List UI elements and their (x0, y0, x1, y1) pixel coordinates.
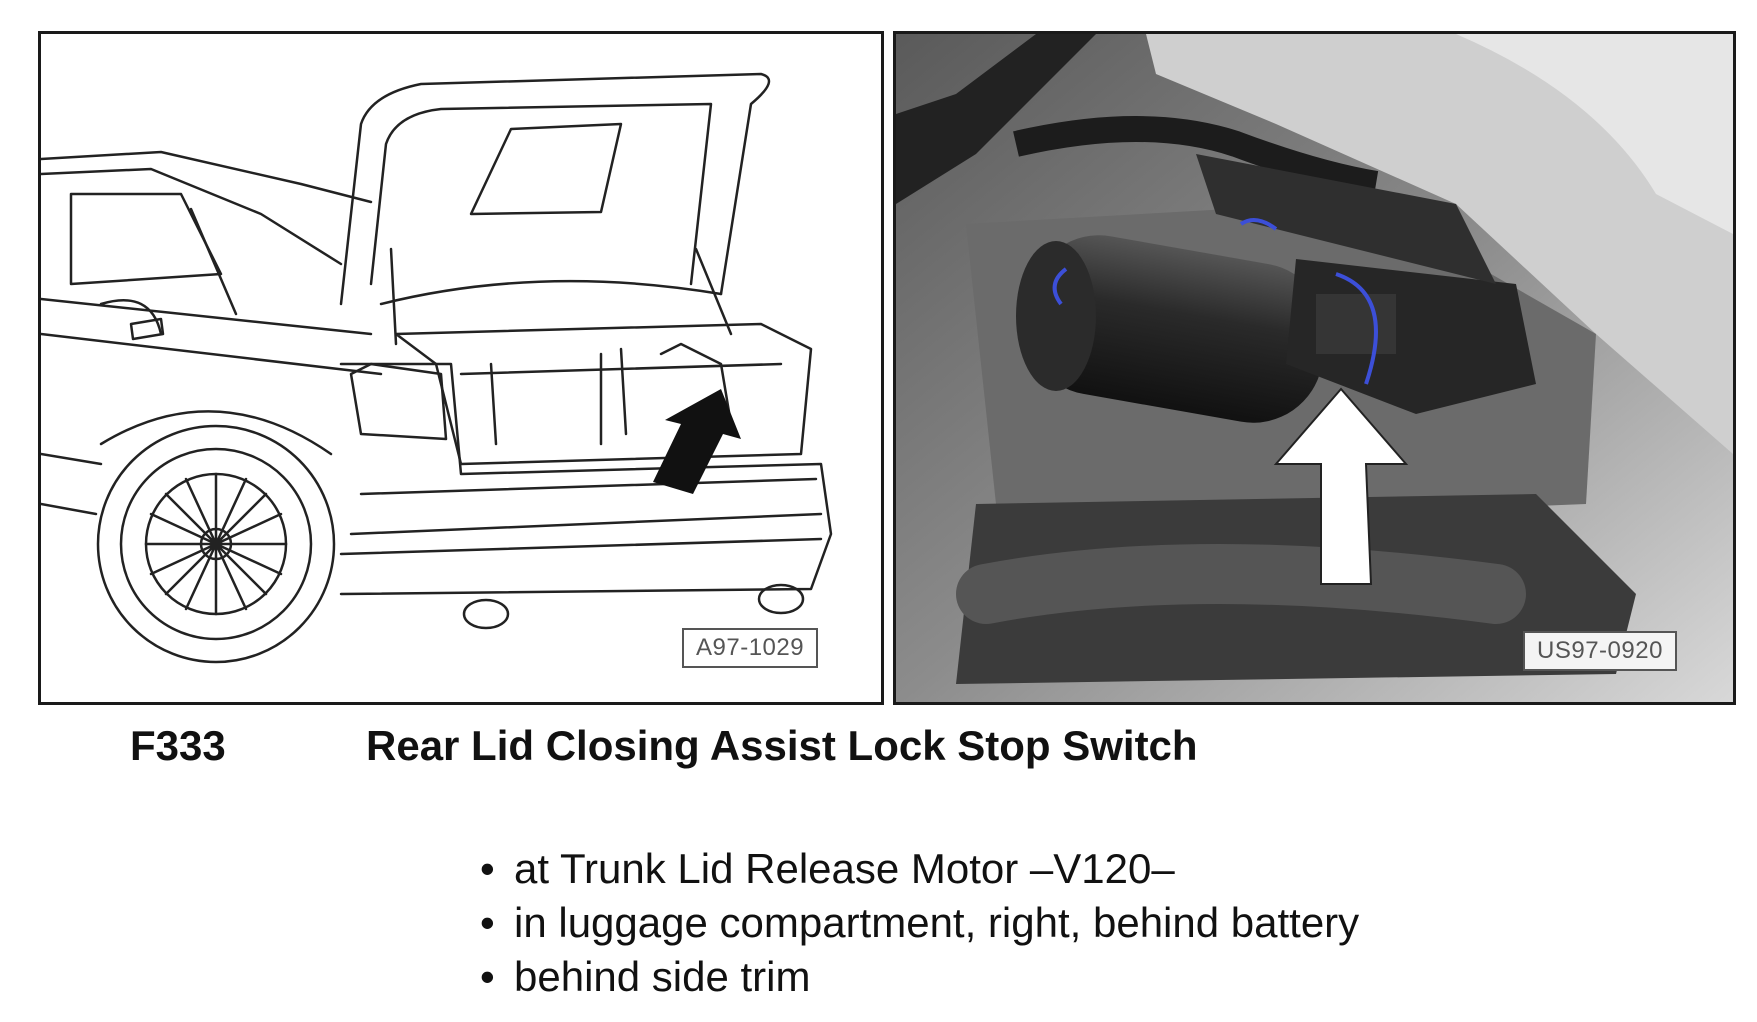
location-text: behind side trim (514, 953, 811, 1000)
location-arrow-icon (1273, 387, 1409, 585)
bullet-icon: • (480, 953, 495, 1000)
location-list: • at Trunk Lid Release Motor –V120– • in l… (480, 842, 1359, 1004)
component-title: Rear Lid Closing Assist Lock Stop Switch (366, 722, 1198, 769)
figure-reference-code: A97-1029 (682, 628, 819, 668)
photo-trunk-lid-release-motor: US97-0920 (893, 31, 1736, 705)
list-item: • in luggage compartment, right, behind b… (480, 896, 1359, 950)
bullet-icon: • (480, 899, 495, 946)
bullet-icon: • (480, 845, 495, 892)
location-arrow-icon (653, 389, 741, 494)
illustration-car-trunk-open: A97-1029 (38, 31, 884, 705)
list-item: • behind side trim (480, 950, 1359, 1004)
location-text: in luggage compartment, right, behind ba… (514, 899, 1360, 946)
motor-photo-rendering (896, 34, 1733, 702)
location-text: at Trunk Lid Release Motor –V120– (514, 845, 1175, 892)
list-item: • at Trunk Lid Release Motor –V120– (480, 842, 1359, 896)
figure-reference-code: US97-0920 (1523, 631, 1677, 671)
component-code: F333 (130, 722, 226, 769)
car-line-drawing (41, 72, 833, 664)
